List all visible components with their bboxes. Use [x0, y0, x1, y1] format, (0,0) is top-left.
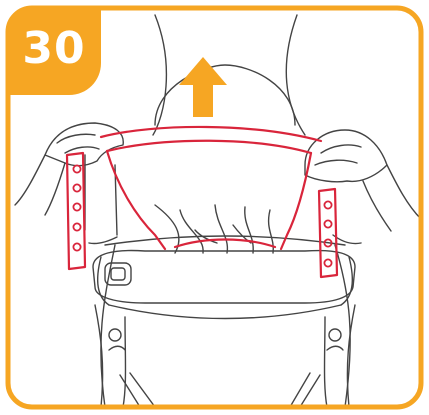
- torso-outline-right: [286, 15, 305, 135]
- step-number: 30: [22, 23, 85, 74]
- hood-edge: [101, 127, 321, 141]
- right-hand: [305, 130, 387, 182]
- waistband-flap: [93, 251, 355, 303]
- step-badge: 30: [3, 8, 101, 94]
